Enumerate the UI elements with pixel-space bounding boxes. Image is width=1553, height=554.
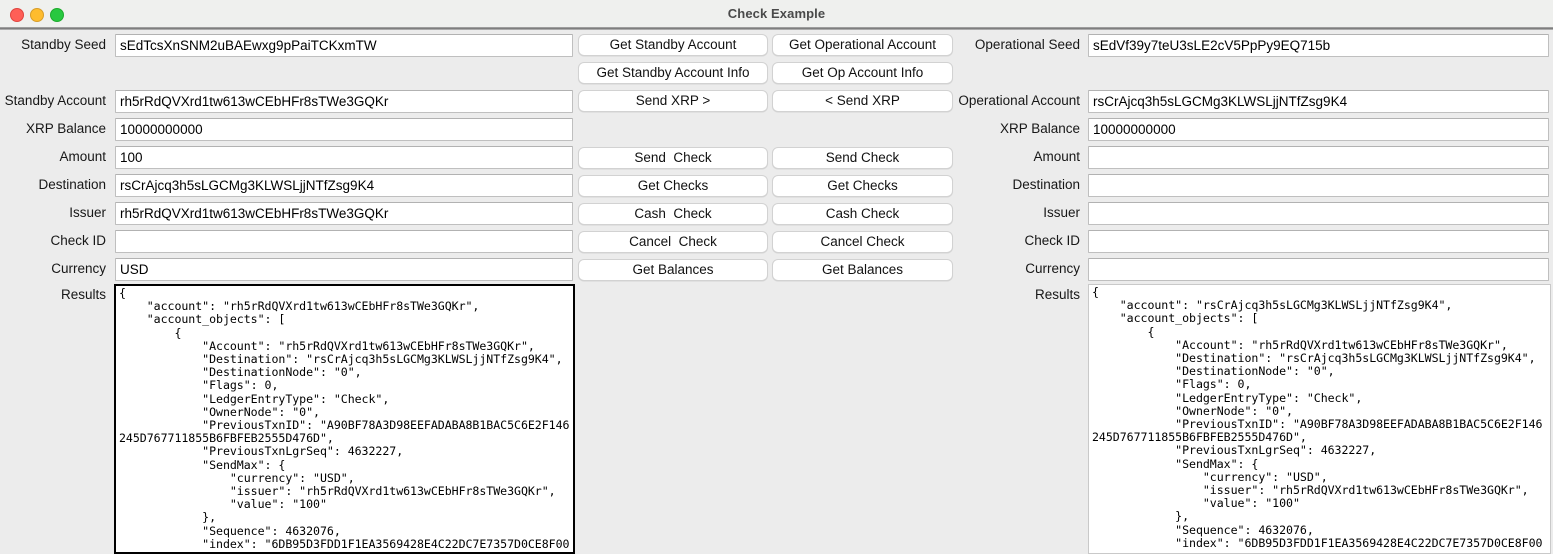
label-standby-amount: Amount [59, 149, 106, 164]
close-window-icon[interactable] [10, 8, 24, 22]
label-operational-account: Operational Account [958, 93, 1080, 108]
operational-seed-input[interactable]: sEdVf39y7teU3sLE2cV5PpPy9EQ715b [1088, 34, 1549, 57]
standby-get-checks-button[interactable]: Get Checks [578, 175, 768, 197]
label-standby-results: Results [60, 287, 106, 302]
operational-send-check-button[interactable]: Send Check [772, 147, 953, 169]
label-operational-results: Results [1034, 287, 1080, 302]
operational-currency-input[interactable] [1088, 258, 1549, 281]
standby-send-check-button[interactable]: Send Check [578, 147, 768, 169]
standby-get-balances-button[interactable]: Get Balances [578, 259, 768, 281]
titlebar-separator [0, 27, 1553, 30]
operational-xrp-balance-input[interactable]: 10000000000 [1088, 118, 1549, 141]
label-operational-xrp-balance: XRP Balance [999, 121, 1080, 136]
label-operational-issuer: Issuer [1043, 205, 1080, 220]
label-operational-amount: Amount [1033, 149, 1080, 164]
label-standby-account: Standby Account [4, 93, 106, 108]
label-standby-xrp-balance: XRP Balance [25, 121, 106, 136]
operational-cash-check-button[interactable]: Cash Check [772, 203, 953, 225]
standby-amount-input[interactable]: 100 [115, 146, 573, 169]
standby-issuer-input[interactable]: rh5rRdQVXrd1tw613wCEbHFr8sTWe3GQKr [115, 202, 573, 225]
operational-account-input[interactable]: rsCrAjcq3h5sLGCMg3KLWSLjjNTfZsg9K4 [1088, 90, 1549, 113]
send-xrp-left-button[interactable]: < Send XRP [772, 90, 953, 112]
label-operational-seed: Operational Seed [974, 37, 1080, 52]
standby-cash-check-button[interactable]: Cash Check [578, 203, 768, 225]
minimize-window-icon[interactable] [30, 8, 44, 22]
title-bar: Check Example [0, 0, 1553, 28]
operational-get-balances-button[interactable]: Get Balances [772, 259, 953, 281]
standby-currency-input[interactable]: USD [115, 258, 573, 281]
maximize-window-icon[interactable] [50, 8, 64, 22]
label-standby-destination: Destination [38, 177, 106, 192]
operational-destination-input[interactable] [1088, 174, 1549, 197]
operational-issuer-input[interactable] [1088, 202, 1549, 225]
operational-cancel-check-button[interactable]: Cancel Check [772, 231, 953, 253]
operational-check-id-input[interactable] [1088, 230, 1549, 253]
main-content: Standby Seed Standby Account XRP Balance… [0, 30, 1553, 554]
standby-results-textarea[interactable]: { "account": "rh5rRdQVXrd1tw613wCEbHFr8s… [114, 284, 575, 554]
window-title: Check Example [727, 6, 826, 21]
label-standby-seed: Standby Seed [21, 37, 106, 52]
standby-account-input[interactable]: rh5rRdQVXrd1tw613wCEbHFr8sTWe3GQKr [115, 90, 573, 113]
operational-results-textarea[interactable]: { "account": "rsCrAjcq3h5sLGCMg3KLWSLjjN… [1088, 284, 1551, 554]
standby-cancel-check-button[interactable]: Cancel Check [578, 231, 768, 253]
get-standby-account-info-button[interactable]: Get Standby Account Info [578, 62, 768, 84]
send-xrp-right-button[interactable]: Send XRP > [578, 90, 768, 112]
operational-get-checks-button[interactable]: Get Checks [772, 175, 953, 197]
label-operational-check-id: Check ID [1024, 233, 1080, 248]
standby-seed-input[interactable]: sEdTcsXnSNM2uBAEwxg9pPaiTCKxmTW [115, 34, 573, 57]
standby-xrp-balance-input[interactable]: 10000000000 [115, 118, 573, 141]
standby-check-id-input[interactable] [115, 230, 573, 253]
label-operational-currency: Currency [1025, 261, 1080, 276]
label-operational-destination: Destination [1012, 177, 1080, 192]
label-standby-check-id: Check ID [50, 233, 106, 248]
get-standby-account-button[interactable]: Get Standby Account [578, 34, 768, 56]
get-operational-account-button[interactable]: Get Operational Account [772, 34, 953, 56]
standby-destination-input[interactable]: rsCrAjcq3h5sLGCMg3KLWSLjjNTfZsg9K4 [115, 174, 573, 197]
label-standby-currency: Currency [51, 261, 106, 276]
get-op-account-info-button[interactable]: Get Op Account Info [772, 62, 953, 84]
label-standby-issuer: Issuer [69, 205, 106, 220]
operational-amount-input[interactable] [1088, 146, 1549, 169]
